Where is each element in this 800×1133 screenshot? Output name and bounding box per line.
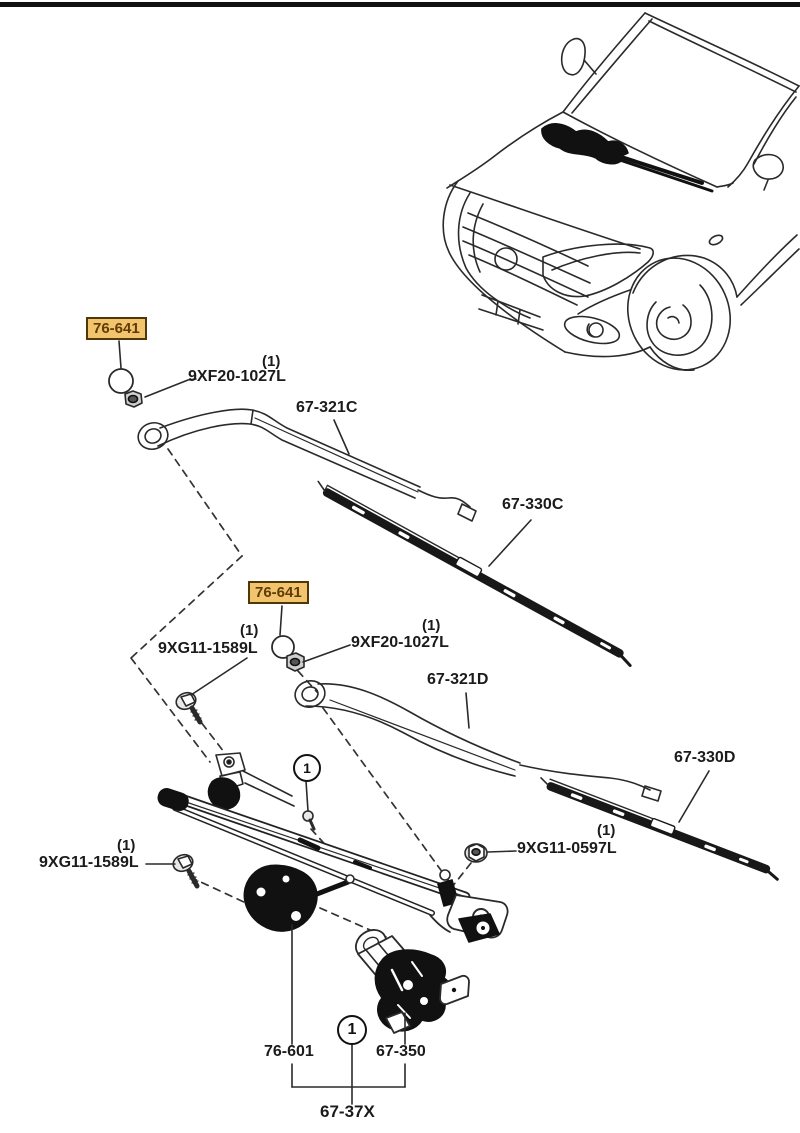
headlight (542, 243, 654, 298)
part-label-rear-pivot-nut[interactable]: 9XF20-1027L (351, 634, 449, 651)
right-mirror (752, 153, 784, 180)
part-label-wiper-motor[interactable]: 67-350 (376, 1043, 426, 1060)
highlighted-part-label-front-cap[interactable]: 76-641 (86, 317, 147, 340)
part-label-wiper-linkage[interactable]: 76-601 (264, 1043, 314, 1060)
callout-number: 1 (303, 760, 311, 776)
link-nut-drawing (464, 843, 488, 863)
front-wheel (626, 257, 732, 371)
qty-lower-mount-bolt: (1) (117, 837, 136, 854)
highlighted-part-label-rear-cap[interactable]: 76-641 (248, 581, 309, 604)
car-illustration (442, 12, 800, 372)
qty-link-nut: (1) (597, 822, 616, 839)
dashed-guides (130, 448, 472, 938)
wiper-motor-drawing (355, 913, 500, 1034)
callout-circle-1-upper: 1 (293, 754, 321, 782)
wiper-linkage-drawing (157, 752, 509, 939)
pivot-nut-rear-drawing (286, 652, 305, 672)
wiper-blade-second-drawing (540, 777, 779, 881)
wiper-arm-front-drawing (137, 408, 477, 522)
fog-light (563, 315, 621, 345)
part-label-second-wiper-blade[interactable]: 67-330D (674, 749, 736, 766)
left-mirror (560, 37, 586, 76)
bolt-lower-drawing (172, 853, 200, 889)
part-label-lower-mount-bolt[interactable]: 9XG11-1589L (39, 854, 139, 871)
brand-emblem (494, 247, 518, 271)
door-handle (708, 234, 724, 246)
pivot-nut-front-drawing (124, 390, 143, 408)
cap-front-drawing (108, 368, 134, 394)
part-label-front-wiper-arm[interactable]: 67-321C (296, 399, 358, 416)
leader-lines (118, 340, 710, 1045)
qty-rear-pivot-nut: (1) (422, 617, 441, 634)
qty-front-mount-bolt: (1) (240, 622, 259, 639)
part-label-front-pivot-nut[interactable]: 9XF20-1027L (188, 368, 286, 385)
wiper-arm-second-drawing (294, 680, 662, 802)
bolt-front-drawing (175, 691, 203, 725)
wheel-arch (632, 254, 738, 298)
top-border-line (0, 2, 800, 7)
cap-rear-drawing (271, 635, 295, 659)
callout-circle-1-lower: 1 (337, 1015, 367, 1045)
part-label-second-wiper-arm[interactable]: 67-321D (427, 671, 489, 688)
part-label-link-nut[interactable]: 9XG11-0597L (517, 840, 617, 857)
callout-bolt-drawing (302, 810, 316, 831)
wiper-blade-front-drawing (317, 480, 632, 667)
part-label-front-wiper-blade[interactable]: 67-330C (502, 496, 564, 513)
qty-front-pivot-nut: (1) (262, 353, 281, 370)
callout-number: 1 (347, 1021, 357, 1038)
assembly-bracket-lines (291, 1043, 406, 1105)
part-label-wiper-assembly[interactable]: 67-37X (320, 1102, 375, 1121)
part-label-front-mount-bolt[interactable]: 9XG11-1589L (158, 640, 258, 657)
